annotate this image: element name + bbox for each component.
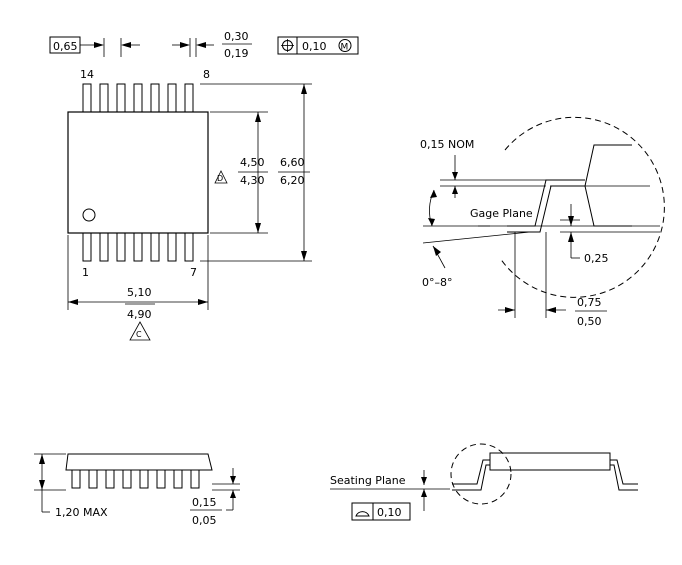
svg-text:5,10: 5,10 xyxy=(127,286,152,299)
seating-plane-label: Seating Plane xyxy=(330,474,406,487)
svg-text:0,10: 0,10 xyxy=(377,506,402,519)
svg-text:4,50: 4,50 xyxy=(240,156,265,169)
standoff-min: 0,05 xyxy=(192,514,217,527)
foot-length-min: 0,50 xyxy=(577,315,602,328)
overall-width-dimension: 6,60 6,20 xyxy=(200,83,312,262)
pin1-marker xyxy=(82,208,96,222)
position-tolerance-frame: 0,10 M xyxy=(277,36,359,55)
height-max-label: 1,20 MAX xyxy=(55,506,108,519)
seating-plane-view: Seating Plane 0,10 xyxy=(330,443,638,521)
standoff-max: 0,15 xyxy=(192,496,217,509)
lead-width-dimension: 0,30 0,19 xyxy=(172,30,252,60)
gage-plane-label: Gage Plane xyxy=(470,207,533,220)
svg-text:C: C xyxy=(136,330,142,339)
svg-text:6,60: 6,60 xyxy=(280,156,305,169)
side-pins xyxy=(71,469,200,489)
svg-text:0,65: 0,65 xyxy=(53,40,78,53)
mmc-symbol-icon xyxy=(338,39,352,52)
svg-text:0,19: 0,19 xyxy=(224,47,249,60)
pin7-label: 7 xyxy=(190,266,197,279)
flatness-symbol-icon xyxy=(355,511,370,517)
pin-pitch-dimension: 0,65 xyxy=(49,36,140,57)
pin1-label: 1 xyxy=(82,266,89,279)
detail-reference-circle xyxy=(450,443,512,505)
body-width-dimension: D 4,50 4,30 xyxy=(210,111,268,234)
lead-detail-view: Gage Plane 0,15 NOM 0°–8° 0,25 0,75 xyxy=(420,116,665,328)
svg-text:0,10: 0,10 xyxy=(302,40,327,53)
svg-text:6,20: 6,20 xyxy=(280,174,305,187)
pin14-label: 14 xyxy=(80,68,94,81)
svg-text:D: D xyxy=(217,174,223,183)
detail-circle xyxy=(499,116,665,298)
gage-height-label: 0,25 xyxy=(584,252,609,265)
svg-text:4,30: 4,30 xyxy=(240,174,265,187)
svg-text:M: M xyxy=(341,43,349,53)
bottom-pin-row xyxy=(82,232,194,262)
side-view: 1,20 MAX 0,15 0,05 xyxy=(34,453,240,527)
pin8-label: 8 xyxy=(203,68,210,81)
foot-length-max: 0,75 xyxy=(577,296,602,309)
body-length-dimension: 5,10 4,90 C xyxy=(67,235,209,341)
top-pin-row xyxy=(82,83,194,113)
lead-angle-label: 0°–8° xyxy=(422,276,453,289)
lead-thickness-label: 0,15 NOM xyxy=(420,138,474,151)
top-view: 14 8 1 7 0,65 0,30 0,19 xyxy=(49,30,359,341)
svg-text:4,90: 4,90 xyxy=(127,308,152,321)
svg-text:0,30: 0,30 xyxy=(224,30,249,43)
